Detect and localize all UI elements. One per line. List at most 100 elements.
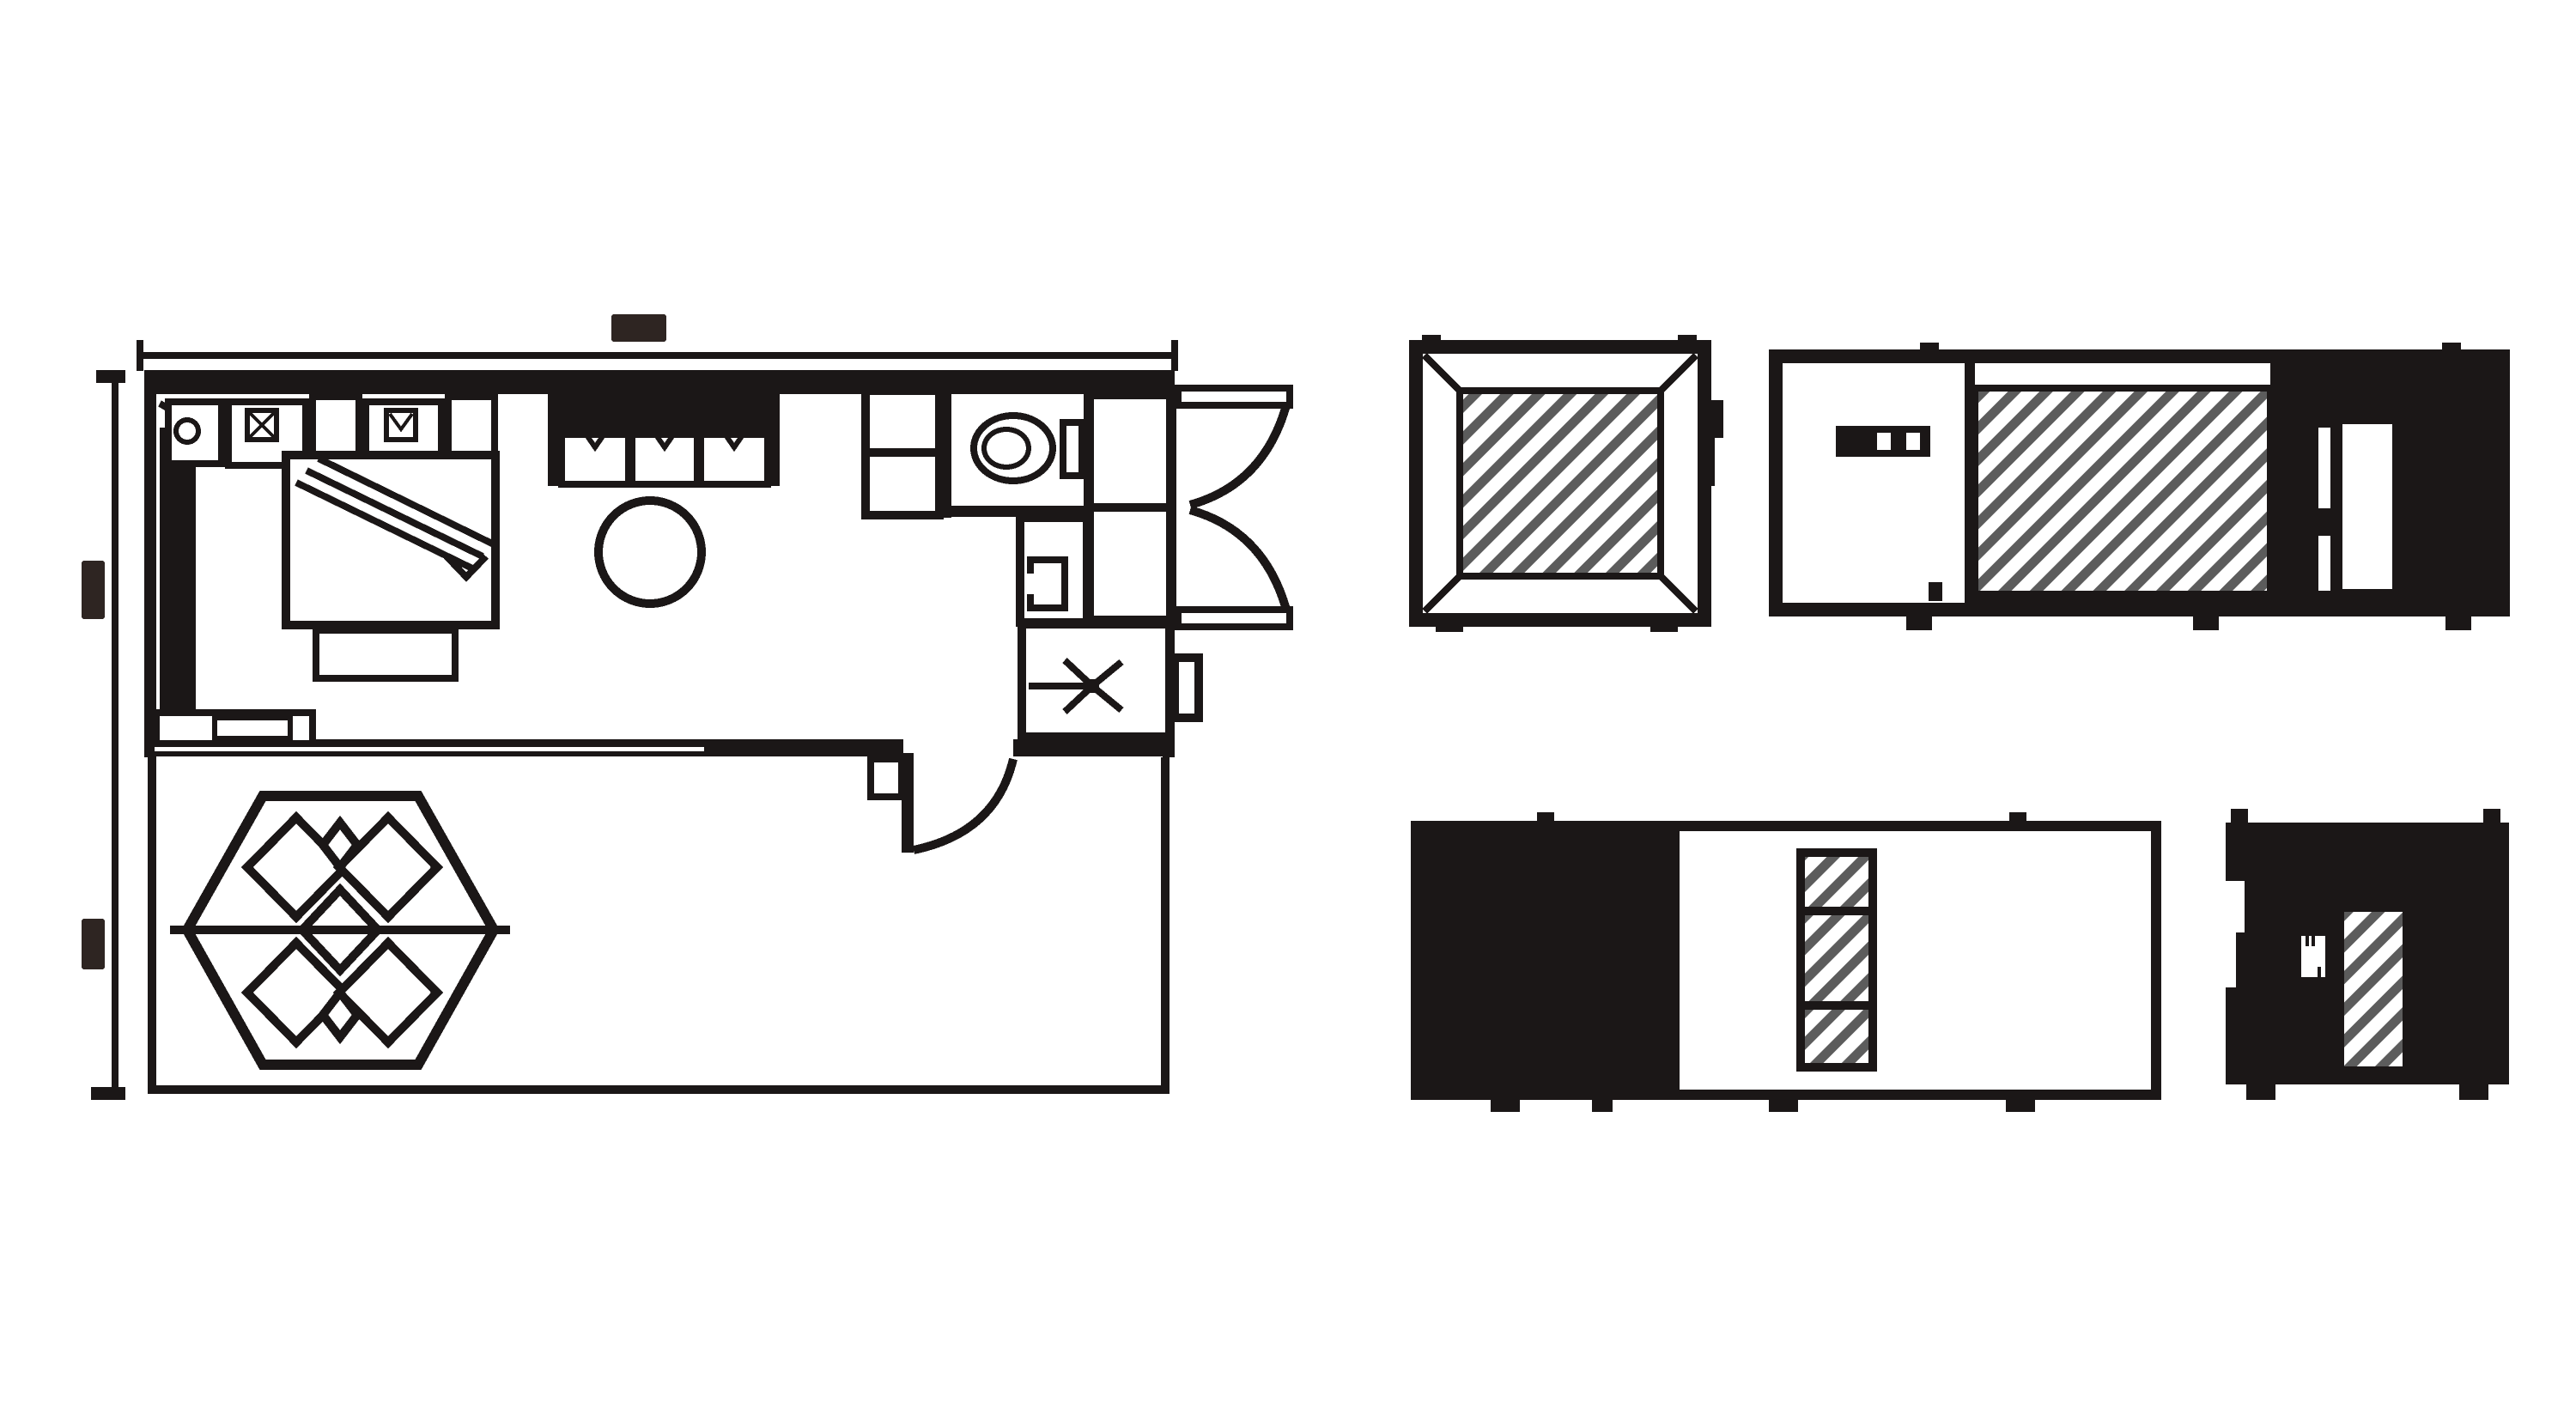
foot bbox=[2246, 1084, 2275, 1100]
edge-notch bbox=[2226, 881, 2245, 932]
cushion-notch bbox=[585, 434, 605, 452]
diamond-bottom-right bbox=[332, 936, 444, 1049]
wardrobe-column bbox=[160, 428, 196, 716]
triangle-down bbox=[292, 926, 388, 977]
blanket-fold-line bbox=[305, 467, 484, 560]
mitre-corner bbox=[1422, 353, 1462, 393]
mitre-corner bbox=[1422, 574, 1462, 614]
left-dimension-label-blob-lower bbox=[82, 919, 105, 969]
foot bbox=[2006, 1095, 2035, 1112]
blanket-fold-line bbox=[295, 479, 474, 572]
foot bbox=[1491, 1095, 1520, 1112]
left-dim-tick-bottom bbox=[91, 1087, 125, 1100]
palm-ray bbox=[1062, 683, 1095, 714]
wall-bottom-seam bbox=[155, 747, 704, 751]
door-leaf-bottom bbox=[1175, 606, 1293, 630]
foot bbox=[1436, 613, 1463, 632]
window-sill bbox=[1970, 594, 2275, 604]
toilet-bowl-inner bbox=[981, 427, 1031, 470]
swing-door-bottom bbox=[867, 753, 1018, 854]
top-tab bbox=[1422, 335, 1441, 349]
round-table bbox=[594, 496, 706, 608]
mitre-corner bbox=[1658, 353, 1698, 393]
window-pane bbox=[1805, 915, 1868, 1001]
wall-left bbox=[144, 370, 156, 757]
foot bbox=[2445, 610, 2471, 630]
door-swing-arc bbox=[1188, 404, 1291, 509]
left-dimension-label-blob-upper bbox=[82, 561, 105, 619]
palm-ray bbox=[1090, 659, 1124, 689]
patio-wall-bottom bbox=[148, 1085, 1170, 1094]
door-panel-slot bbox=[2342, 424, 2392, 589]
window-pane bbox=[1805, 857, 1868, 907]
elevation-vertical-window bbox=[1411, 812, 2161, 1112]
toilet-tank bbox=[1060, 419, 1085, 479]
top-tab bbox=[1537, 812, 1554, 826]
palm-ray bbox=[1090, 683, 1124, 714]
wall-top bbox=[144, 370, 1175, 394]
patio-wall-right bbox=[1161, 757, 1170, 1094]
foot bbox=[1650, 613, 1678, 632]
lamp-cross bbox=[247, 410, 276, 440]
top-tab bbox=[2442, 343, 2461, 356]
three-seat-sofa bbox=[548, 393, 780, 488]
exterior-tab bbox=[1170, 653, 1203, 722]
door-swing-arc bbox=[1188, 506, 1291, 611]
cushion-notch bbox=[654, 434, 675, 452]
top-tab bbox=[1678, 335, 1697, 349]
top-tab bbox=[2483, 809, 2500, 824]
entry-mat bbox=[153, 709, 316, 747]
elevation-window-and-door bbox=[1769, 343, 2510, 630]
hatched-window bbox=[1971, 385, 2274, 598]
entry-mat-inner bbox=[212, 715, 293, 741]
bed bbox=[282, 451, 500, 682]
double-swing-door-right bbox=[1175, 385, 1293, 630]
sofa-cushion bbox=[629, 431, 701, 488]
floor-plan bbox=[82, 314, 1293, 1100]
control-indicator bbox=[1906, 433, 1920, 450]
door-glazing-slit bbox=[2318, 428, 2330, 508]
lamp-notch bbox=[388, 412, 414, 433]
control-indicator bbox=[1877, 433, 1891, 450]
top-tab bbox=[2231, 809, 2248, 824]
bed-outline bbox=[282, 451, 500, 629]
mitre-corner bbox=[1658, 574, 1698, 614]
patio-wall-left bbox=[148, 757, 156, 1094]
sofa-cushion bbox=[558, 431, 632, 488]
small-latch bbox=[1929, 582, 1942, 601]
blanket-fold-line bbox=[317, 455, 495, 548]
hatched-door-strip bbox=[2337, 905, 2409, 1073]
small-diamond-top bbox=[317, 815, 363, 875]
wc-fixture-notch bbox=[1027, 574, 1037, 594]
door-glazing-slit bbox=[2318, 536, 2330, 591]
hatched-panel bbox=[1456, 387, 1664, 580]
closet-cells bbox=[1084, 389, 1176, 626]
foot bbox=[1906, 610, 1932, 630]
door-swing-arc bbox=[912, 757, 1018, 854]
left-dim-tick-top bbox=[96, 370, 125, 383]
door-leaf-top bbox=[1175, 385, 1293, 409]
edge-notch-step bbox=[2226, 932, 2236, 987]
door-jamb bbox=[867, 756, 905, 800]
wc-shaft bbox=[1016, 513, 1091, 627]
elevation-dark-hatched-door bbox=[2226, 809, 2509, 1100]
palm-closet bbox=[1018, 620, 1203, 741]
top-tab bbox=[2009, 812, 2026, 826]
elevation-framed-hatched-panel bbox=[1409, 335, 1723, 632]
sofa-backrest bbox=[560, 393, 768, 433]
dark-section bbox=[1416, 826, 1680, 1095]
hexagon-table bbox=[170, 791, 510, 1070]
side-tab-step bbox=[1704, 438, 1715, 486]
cushion-notch bbox=[724, 434, 744, 452]
window-pane bbox=[1805, 1010, 1868, 1063]
dimension-annotations bbox=[82, 314, 1178, 1100]
foot bbox=[2193, 610, 2219, 630]
toilet-room bbox=[970, 412, 1085, 484]
door-leaf bbox=[902, 753, 914, 853]
side-tab bbox=[1704, 400, 1723, 438]
sofa-cushion bbox=[697, 431, 771, 488]
top-dimension-label-blob bbox=[611, 314, 666, 342]
